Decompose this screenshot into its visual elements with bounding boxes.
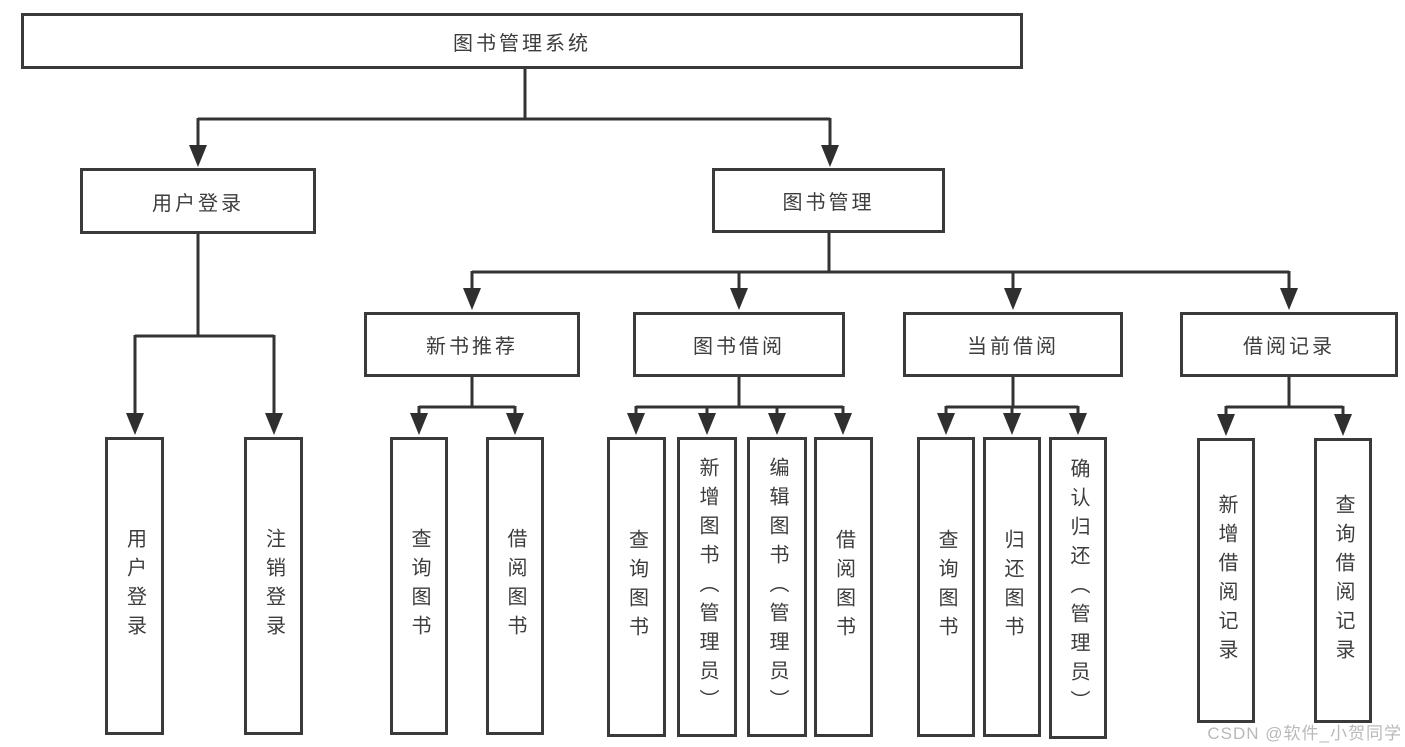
csdn-watermark: CSDN @软件_小贺同学 [1207,724,1402,743]
leaf-label: 新增图书（管理员） [696,456,718,718]
leaf-query-books-recommend: 查询图书 [390,437,448,735]
node-label: 图书管理 [782,192,875,214]
node-label: 当前借阅 [967,336,1059,358]
leaf-label: 查询图书 [935,529,957,645]
node-borrow-records: 借阅记录 [1180,312,1398,377]
node-label: 借阅记录 [1243,336,1335,358]
leaf-logout-login: 注销登录 [244,437,303,735]
leaf-label: 用户登录 [123,528,146,644]
leaf-label: 注销登录 [262,528,285,644]
leaf-label: 查询图书 [408,528,430,644]
leaf-add-books-admin: 新增图书（管理员） [677,437,737,737]
leaf-label: 确认归还（管理员） [1067,457,1089,719]
node-label: 图书借阅 [693,336,785,358]
node-new-book-recommend: 新书推荐 [364,312,580,377]
leaf-label: 查询借阅记录 [1332,493,1354,668]
node-book-management: 图书管理 [712,168,945,233]
leaf-borrow-books-recommend: 借阅图书 [486,437,544,735]
leaf-query-books-current: 查询图书 [917,437,975,737]
leaf-edit-books-admin: 编辑图书（管理员） [747,437,807,737]
leaf-label: 查询图书 [625,529,648,645]
node-current-borrow: 当前借阅 [903,312,1123,377]
leaf-label: 借阅图书 [832,529,855,645]
leaf-confirm-return-admin: 确认归还（管理员） [1049,437,1107,739]
leaf-query-books-borrow: 查询图书 [607,437,666,737]
leaf-return-books: 归还图书 [983,437,1041,737]
leaf-label: 归还图书 [1001,529,1023,645]
node-label: 图书管理系统 [453,32,591,55]
leaf-user-login: 用户登录 [105,437,164,735]
node-label: 新书推荐 [426,336,518,358]
leaf-label: 新增借阅记录 [1215,493,1237,668]
leaf-add-borrow-record: 新增借阅记录 [1197,438,1255,723]
node-user-login: 用户登录 [80,168,316,234]
leaf-query-borrow-record: 查询借阅记录 [1314,438,1372,723]
node-book-borrow: 图书借阅 [633,312,845,377]
node-label: 用户登录 [152,192,244,215]
leaf-label: 编辑图书（管理员） [766,456,788,718]
leaf-label: 借阅图书 [504,528,526,644]
node-library-management-system: 图书管理系统 [21,13,1023,69]
leaf-borrow-books: 借阅图书 [814,437,873,737]
